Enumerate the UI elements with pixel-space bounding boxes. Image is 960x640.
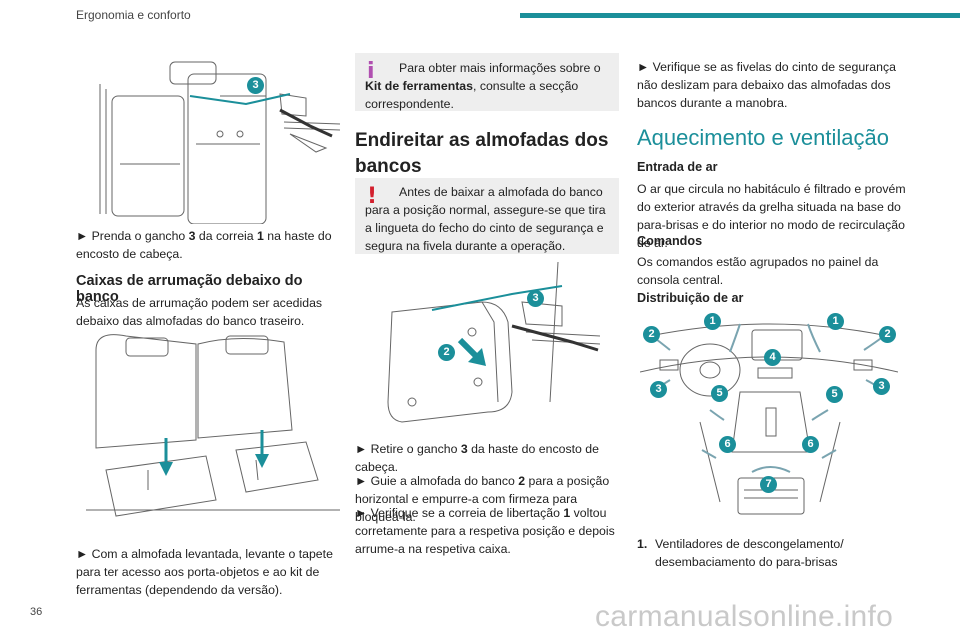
header-accent-bar bbox=[520, 13, 960, 18]
info-icon: i bbox=[367, 59, 375, 84]
figure-callout: 3 bbox=[247, 77, 264, 94]
figure-callout: 5 bbox=[711, 385, 728, 402]
page-number: 36 bbox=[30, 606, 43, 618]
figure-callout: 4 bbox=[764, 349, 781, 366]
watermark: carmanualsonline.info bbox=[595, 600, 894, 633]
seat-strap-illustration bbox=[99, 61, 341, 224]
figure-callout: 3 bbox=[873, 378, 890, 395]
figure-callout: 7 bbox=[760, 476, 777, 493]
paragraph: As caixas de arrumação podem ser acedida… bbox=[76, 296, 323, 328]
figure-callout: 6 bbox=[719, 436, 736, 453]
figure-callout: 1 bbox=[827, 313, 844, 330]
warning-text: Antes de baixar a almofada do banco para… bbox=[365, 185, 606, 253]
legend-number: 1. bbox=[637, 537, 648, 551]
under-seat-storage-illustration bbox=[86, 334, 340, 517]
paragraph: ► Guie a almofada do banco 2 para a posi… bbox=[355, 474, 610, 524]
legend-text: Ventiladores de descongelamento/ desemba… bbox=[655, 537, 844, 569]
paragraph: O ar que circula no habitáculo é filtrad… bbox=[637, 182, 906, 250]
info-box: i Para obter mais informações sobre o Ki… bbox=[355, 53, 619, 111]
subheading: Comandos bbox=[637, 234, 703, 248]
info-text: Para obter mais informações sobre o Kit … bbox=[365, 61, 601, 111]
section-heading: Endireitar as almofadas dos bancos bbox=[355, 130, 609, 177]
section-heading: Caixas de arrumação debaixo do banco bbox=[76, 273, 303, 305]
paragraph: ► Verifique se a correia de libertação 1… bbox=[355, 506, 615, 556]
running-header: Ergonomia e conforto bbox=[76, 8, 191, 22]
warning-icon: ! bbox=[367, 184, 378, 209]
figure-callout: 3 bbox=[527, 290, 544, 307]
figure-callout: 6 bbox=[802, 436, 819, 453]
paragraph: ► Com a almofada levantada, levante o ta… bbox=[76, 547, 333, 597]
chapter-heading: Aquecimento e ventilação bbox=[637, 125, 889, 150]
paragraph: ► Verifique se as fivelas do cinto de se… bbox=[637, 60, 896, 110]
figure-callout: 1 bbox=[704, 313, 721, 330]
figure-callout: 3 bbox=[650, 381, 667, 398]
subheading: Entrada de ar bbox=[637, 160, 718, 174]
figure-callout: 5 bbox=[826, 386, 843, 403]
paragraph: Os comandos estão agrupados no painel da… bbox=[637, 255, 879, 287]
figure-callout: 2 bbox=[643, 326, 660, 343]
figure-callout: 2 bbox=[438, 344, 455, 361]
seat-cushion-illustration bbox=[387, 262, 600, 423]
warning-box: ! Antes de baixar a almofada do banco pa… bbox=[355, 178, 619, 254]
paragraph: ► Prenda o gancho 3 da correia 1 na hast… bbox=[76, 229, 332, 261]
figure-callout: 2 bbox=[879, 326, 896, 343]
paragraph: ► Retire o gancho 3 da haste do encosto … bbox=[355, 442, 599, 474]
subheading: Distribuição de ar bbox=[637, 291, 744, 305]
